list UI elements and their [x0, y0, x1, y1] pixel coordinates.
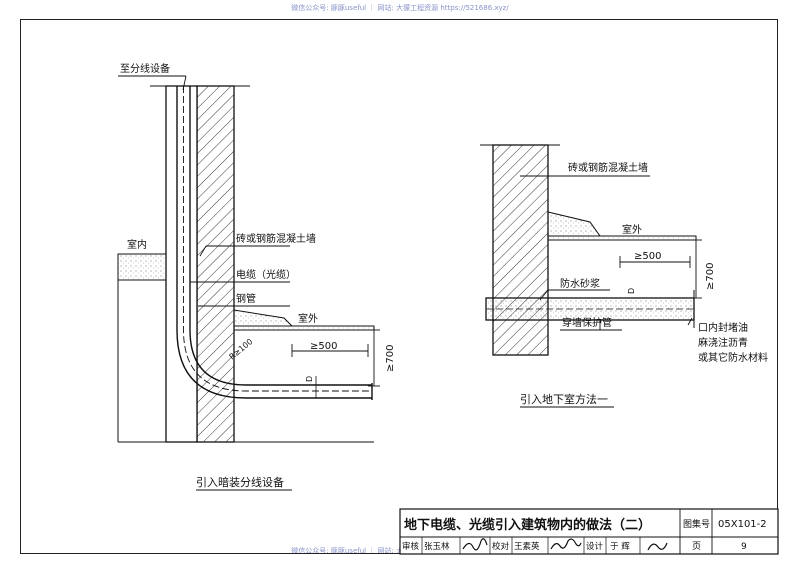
page-label: 页	[692, 541, 701, 552]
label-wall: 砖或钢筋混凝土墙	[236, 232, 316, 245]
label-500-right: ≥500	[634, 251, 661, 262]
label-wall-right: 砖或钢筋混凝土墙	[568, 161, 648, 174]
label-outdoor-right: 室外	[622, 223, 642, 236]
page-number: 9	[741, 542, 747, 552]
right-detail: 砖或钢筋混凝土墙 室外 ≥500 ≥700 防水砂浆 D 穿墙保护管 口内封堵油…	[480, 144, 768, 408]
indoor-floor-slab	[117, 253, 167, 281]
label-d-right: D	[627, 288, 636, 294]
designer-name: 于 辉	[610, 542, 630, 552]
checker-signature	[550, 538, 582, 550]
reviewer-signature	[462, 538, 488, 551]
label-700-left: ≥700	[385, 345, 396, 372]
label-cable: 电缆（光缆）	[236, 268, 296, 281]
watermark-top: 微信公众号: 豚豚useful ｜ 网站: 大獴工程资源 https://521…	[291, 4, 509, 12]
right-ground	[547, 235, 697, 241]
right-wall	[492, 144, 549, 356]
right-apron	[547, 211, 601, 237]
outdoor-ground	[233, 325, 375, 331]
steel-pipe-inner	[189, 86, 372, 386]
outdoor-apron	[233, 309, 294, 327]
label-seal-2: 麻浇注沥青	[698, 336, 748, 349]
label-indoor: 室内	[127, 238, 147, 251]
left-wall-inner	[165, 85, 198, 443]
label-to-distribution: 至分线设备	[120, 62, 170, 75]
label-500-left: ≥500	[310, 341, 337, 352]
label-700-right: ≥700	[705, 263, 716, 290]
check-label: 校对	[492, 541, 510, 552]
reviewer-name: 张玉林	[424, 541, 450, 552]
atlas-no-label: 图集号	[683, 518, 710, 530]
left-detail: 至分线设备 室内 砖或钢筋混凝土墙 电缆（光缆） 钢管 室外 R≥100 ≥50…	[117, 62, 396, 491]
designer-signature	[647, 542, 668, 551]
caption-left: 引入暗装分线设备	[196, 475, 284, 489]
left-wall-hatch	[196, 85, 235, 443]
leader-seal	[687, 317, 693, 326]
drawing-frame	[20, 19, 778, 554]
cable-centerline	[183, 86, 372, 392]
label-seal-1: 口内封堵油	[698, 321, 748, 334]
label-outdoor-left: 室外	[298, 312, 318, 325]
steel-pipe-outer	[176, 86, 372, 399]
label-sleeve: 穿墙保护管	[562, 316, 612, 329]
title-block: 地下电缆、光缆引入建筑物内的做法（二） 图集号 05X101-2 审核 张玉林 …	[399, 508, 779, 555]
caption-right: 引入地下室方法一	[520, 392, 608, 406]
design-label: 设计	[586, 541, 604, 552]
label-mortar: 防水砂浆	[560, 277, 600, 290]
atlas-no: 05X101-2	[718, 519, 767, 530]
drawing-title: 地下电缆、光缆引入建筑物内的做法（二）	[404, 517, 651, 533]
label-d-left: D	[305, 376, 314, 382]
label-steel-pipe: 钢管	[236, 292, 256, 305]
label-seal-3: 或其它防水材料	[698, 351, 768, 364]
review-label: 审核	[402, 541, 420, 552]
checker-name: 王素英	[514, 541, 540, 552]
